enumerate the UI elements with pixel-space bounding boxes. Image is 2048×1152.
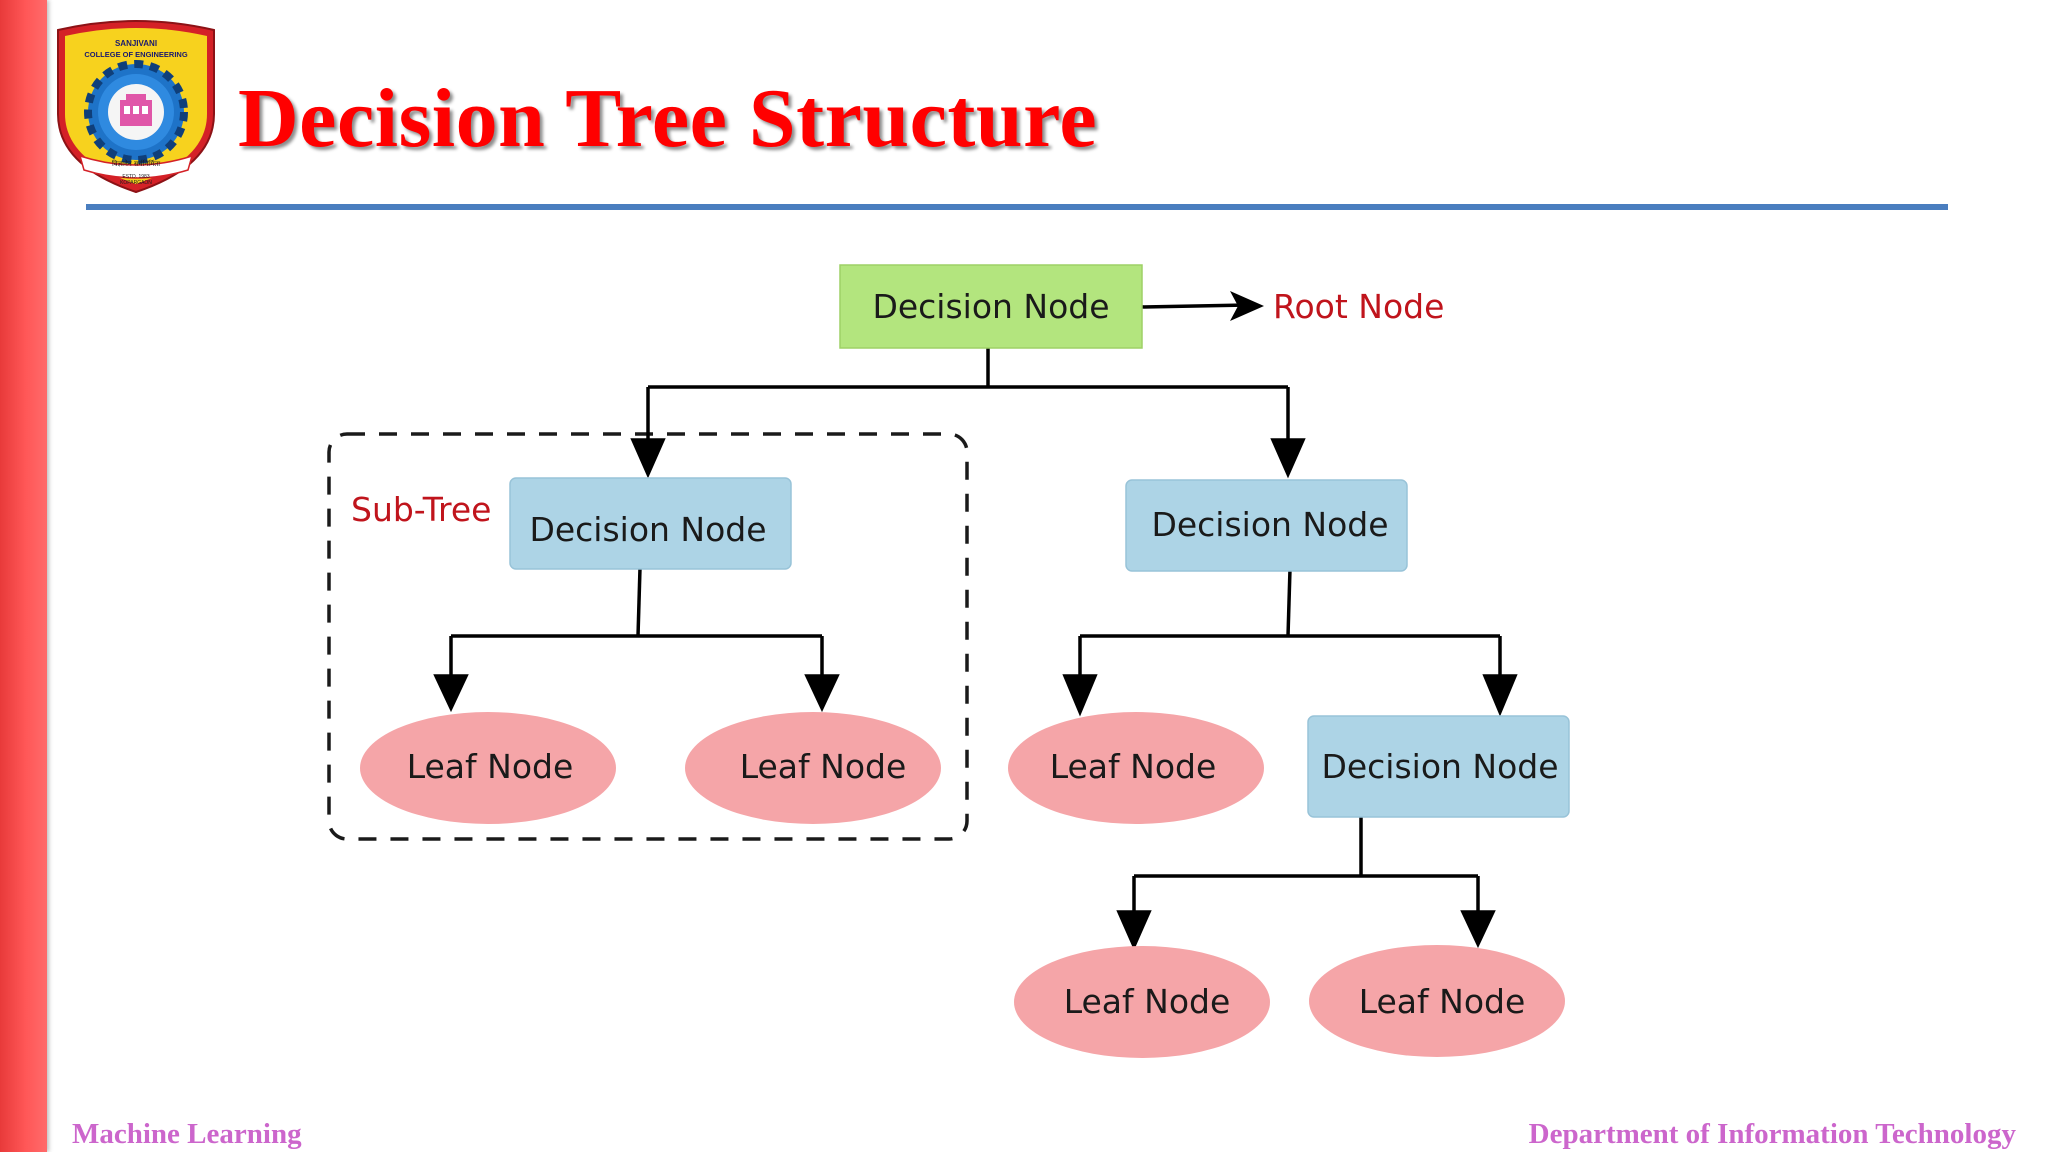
leaf-node-1-label: Leaf Node	[407, 747, 574, 786]
arrow-to-leaf-5	[1460, 876, 1496, 949]
arrow-to-leaf-2	[804, 636, 840, 713]
leaf-node-5-shape	[1309, 945, 1565, 1057]
footer-department-name: Department of Information Technology	[1528, 1118, 2016, 1150]
leaf-node-2-label: Leaf Node	[740, 747, 907, 786]
title-divider	[86, 204, 1948, 210]
svg-text:SANJIVANI: SANJIVANI	[115, 39, 157, 48]
tree-connectors	[451, 303, 1500, 878]
svg-text:ESTD. 1983: ESTD. 1983	[122, 174, 149, 180]
arrow-to-left-decision	[630, 387, 666, 479]
arrowheads	[433, 291, 1518, 951]
inner-decision-box	[1307, 715, 1570, 818]
college-logo: SANJIVANI COLLEGE OF ENGINEERING विज्ञान…	[57, 20, 215, 194]
left-decision-label: Decision Node	[529, 510, 766, 549]
svg-text:COLLEGE OF ENGINEERING: COLLEGE OF ENGINEERING	[84, 50, 188, 59]
leaf-node-5: Leaf Node	[1309, 945, 1565, 1057]
arrow-to-leaf-4	[1116, 876, 1152, 951]
svg-text:KOPARGAON: KOPARGAON	[120, 180, 152, 186]
root-node-label: Decision Node	[872, 287, 1109, 326]
arrow-to-leaf-1	[433, 636, 469, 713]
left-decision-box	[509, 477, 792, 570]
root-node-box	[839, 264, 1143, 349]
arrow-to-right-decision	[1270, 387, 1306, 479]
inner-decision-label: Decision Node	[1321, 747, 1558, 786]
arrow-to-inner-decision	[1482, 636, 1518, 717]
left-decision-node: Decision Node	[509, 477, 792, 570]
root-decision-node: Decision Node	[839, 264, 1143, 349]
arrow-to-leaf-3	[1062, 636, 1098, 717]
leaf-node-4: Leaf Node	[1014, 946, 1270, 1058]
leaf-node-4-shape	[1014, 946, 1270, 1058]
left-accent-bar	[0, 0, 47, 1152]
right-decision-label: Decision Node	[1151, 505, 1388, 544]
root-node-annotation: Root Node	[1273, 287, 1444, 326]
subtree-annotation: Sub-Tree	[351, 490, 491, 529]
page-title: Decision Tree Structure	[238, 72, 1098, 165]
leaf-node-3: Leaf Node	[1008, 712, 1264, 824]
leaf-node-2: Leaf Node	[685, 712, 941, 824]
footer-course-name: Machine Learning	[72, 1118, 302, 1150]
leaf-node-3-shape	[1008, 712, 1264, 824]
right-decision-node: Decision Node	[1125, 479, 1408, 572]
gear-icon	[84, 60, 188, 164]
inner-decision-node: Decision Node	[1307, 715, 1570, 818]
leaf-node-2-shape	[685, 712, 941, 824]
root-arrowhead	[1230, 291, 1264, 321]
leaf-node-3-label: Leaf Node	[1050, 747, 1217, 786]
svg-text:विज्ञानेन सर्वनिर्मिता: विज्ञानेन सर्वनिर्मिता	[112, 159, 160, 168]
leaf-node-4-label: Leaf Node	[1064, 982, 1231, 1021]
leaf-node-1-shape	[360, 712, 616, 824]
leaf-node-1: Leaf Node	[360, 712, 616, 824]
right-decision-box	[1125, 479, 1408, 572]
leaf-node-5-label: Leaf Node	[1359, 982, 1526, 1021]
